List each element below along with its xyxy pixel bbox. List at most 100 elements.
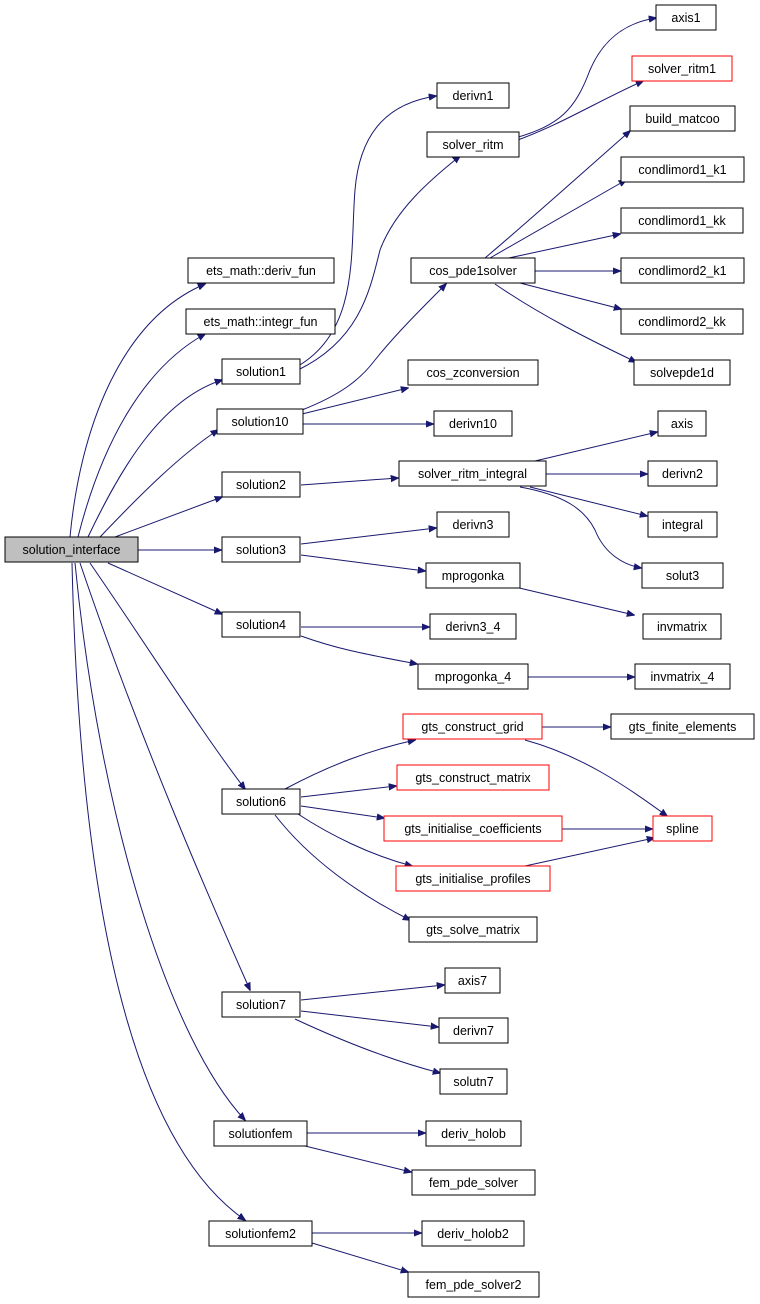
node-label: solution2 xyxy=(236,478,286,492)
node-axis1[interactable]: axis1 xyxy=(655,4,717,31)
node-gts-initialise-coefficients[interactable]: gts_initialise_coefficients xyxy=(383,815,563,842)
node-gts-solve-matrix[interactable]: gts_solve_matrix xyxy=(408,916,538,943)
node-solution1[interactable]: solution1 xyxy=(221,358,301,385)
node-build-matcoo[interactable]: build_matcoo xyxy=(629,105,736,132)
node-label: solut3 xyxy=(666,569,699,583)
node-gts-construct-matrix[interactable]: gts_construct_matrix xyxy=(396,764,550,791)
node-mprogonka-4[interactable]: mprogonka_4 xyxy=(417,663,529,690)
node-solutionfem[interactable]: solutionfem xyxy=(213,1120,308,1147)
edge-solution-interface-to-deriv-fun xyxy=(69,284,205,538)
node-derivn2[interactable]: derivn2 xyxy=(647,460,718,487)
node-solut3[interactable]: solut3 xyxy=(641,562,724,589)
node-label: fem_pde_solver2 xyxy=(426,1278,522,1292)
node-fem-pde-solver[interactable]: fem_pde_solver xyxy=(411,1169,536,1196)
node-solvepde1d[interactable]: solvepde1d xyxy=(633,359,731,386)
node-label: axis7 xyxy=(458,974,487,988)
edge-solver-ritm-integral-to-solut3 xyxy=(519,486,641,568)
node-solver-ritm[interactable]: solver_ritm xyxy=(426,131,520,158)
edges xyxy=(69,18,667,1272)
node-label: condlimord1_kk xyxy=(638,214,726,228)
node-gts-initialise-profiles[interactable]: gts_initialise_profiles xyxy=(395,865,551,892)
node-solution-interface[interactable]: solution_interface xyxy=(4,536,139,563)
node-gts-finite-elements[interactable]: gts_finite_elements xyxy=(610,713,755,740)
edge-solution6-to-gts-solve-matrix xyxy=(274,814,410,920)
node-solver-ritm1[interactable]: solver_ritm1 xyxy=(631,55,733,82)
node-derivn3[interactable]: derivn3 xyxy=(436,511,510,538)
edge-solution-interface-to-solution7 xyxy=(79,562,250,990)
node-label: deriv_holob xyxy=(441,1127,506,1141)
nodes: solution_interface ets_math::deriv_fun e… xyxy=(4,4,755,1298)
node-invmatrix-4[interactable]: invmatrix_4 xyxy=(634,663,731,690)
edge-solution10-to-cos-zconversion xyxy=(301,388,408,415)
node-derivn10[interactable]: derivn10 xyxy=(433,410,513,437)
node-condlimord2-kk[interactable]: condlimord2_kk xyxy=(620,308,744,335)
node-derivn3-4[interactable]: derivn3_4 xyxy=(429,613,517,640)
edge-cos-pde1solver-to-condlimord2-kk xyxy=(519,282,621,309)
edge-solution-interface-to-solution1 xyxy=(87,380,222,538)
node-solution10[interactable]: solution10 xyxy=(216,408,304,435)
node-solutn7[interactable]: solutn7 xyxy=(439,1068,508,1095)
node-label: solution10 xyxy=(232,415,289,429)
node-invmatrix[interactable]: invmatrix xyxy=(642,613,722,640)
edge-solution7-to-derivn7 xyxy=(300,1010,438,1027)
edge-solution7-to-solutn7 xyxy=(294,1018,440,1073)
node-solution2[interactable]: solution2 xyxy=(221,471,301,498)
edge-gts-construct-grid-to-spline xyxy=(524,739,667,816)
node-mprogonka[interactable]: mprogonka xyxy=(425,562,521,589)
node-derivn1[interactable]: derivn1 xyxy=(436,82,510,109)
node-solution7[interactable]: solution7 xyxy=(221,991,301,1018)
node-fem-pde-solver2[interactable]: fem_pde_solver2 xyxy=(407,1271,540,1298)
node-label: condlimord1_k1 xyxy=(638,163,726,177)
node-deriv-holob[interactable]: deriv_holob xyxy=(425,1120,522,1147)
node-label: derivn7 xyxy=(453,1024,494,1038)
node-solution6[interactable]: solution6 xyxy=(221,788,301,815)
node-label: solution4 xyxy=(236,618,286,632)
node-label: solution7 xyxy=(236,998,286,1012)
node-label: ets_math::integr_fun xyxy=(204,315,318,329)
edge-solver-ritm-integral-to-axis xyxy=(534,432,657,462)
edge-solution-interface-to-solutionfem2 xyxy=(71,562,245,1220)
node-cos-zconversion[interactable]: cos_zconversion xyxy=(407,359,539,386)
node-label: deriv_holob2 xyxy=(437,1227,509,1241)
node-gts-construct-grid[interactable]: gts_construct_grid xyxy=(402,713,543,740)
edge-solutionfem2-to-fem-pde-solver2 xyxy=(311,1242,408,1272)
node-solutionfem2[interactable]: solutionfem2 xyxy=(208,1220,313,1247)
node-derivn7[interactable]: derivn7 xyxy=(438,1017,509,1044)
node-condlimord2-k1[interactable]: condlimord2_k1 xyxy=(620,257,745,284)
node-label: cos_pde1solver xyxy=(429,264,517,278)
edge-solution-interface-to-solution2 xyxy=(114,497,222,538)
edge-cos-pde1solver-to-condlimord1-k1 xyxy=(489,180,626,259)
node-deriv-fun[interactable]: ets_math::deriv_fun xyxy=(187,257,335,284)
node-label: solution_interface xyxy=(23,543,121,557)
node-label: solvepde1d xyxy=(650,366,714,380)
node-label: cos_zconversion xyxy=(426,366,519,380)
node-axis7[interactable]: axis7 xyxy=(444,967,501,994)
node-solver-ritm-integral[interactable]: solver_ritm_integral xyxy=(398,460,547,487)
node-integr-fun[interactable]: ets_math::integr_fun xyxy=(185,308,336,335)
node-cos-pde1solver[interactable]: cos_pde1solver xyxy=(410,257,536,284)
node-label: derivn2 xyxy=(662,467,703,481)
edge-solver-ritm-to-solver-ritm1 xyxy=(514,81,643,142)
node-axis[interactable]: axis xyxy=(657,410,707,437)
edge-mprogonka-to-invmatrix xyxy=(514,586,634,615)
node-solution4[interactable]: solution4 xyxy=(221,611,301,638)
node-condlimord1-kk[interactable]: condlimord1_kk xyxy=(620,207,744,234)
edge-gts-initialise-profiles-to-spline xyxy=(524,838,654,867)
node-label: invmatrix xyxy=(657,620,708,634)
node-spline[interactable]: spline xyxy=(652,815,713,842)
edge-cos-pde1solver-to-build-matcoo xyxy=(484,131,630,259)
node-label: solution3 xyxy=(236,543,286,557)
node-label: derivn10 xyxy=(449,417,497,431)
node-solution3[interactable]: solution3 xyxy=(221,536,301,563)
node-label: condlimord2_kk xyxy=(638,315,726,329)
edge-solution-interface-to-integr-fun xyxy=(77,334,205,538)
node-integral[interactable]: integral xyxy=(647,511,718,538)
node-label: mprogonka xyxy=(442,569,505,583)
edge-cos-pde1solver-to-condlimord1-kk xyxy=(494,234,620,262)
edge-solution-interface-to-solutionfem xyxy=(74,562,245,1120)
edge-solution6-to-gts-initialise-coefficients xyxy=(300,805,384,818)
node-label: spline xyxy=(666,822,699,836)
node-condlimord1-k1[interactable]: condlimord1_k1 xyxy=(620,156,745,183)
node-deriv-holob2[interactable]: deriv_holob2 xyxy=(421,1220,525,1247)
